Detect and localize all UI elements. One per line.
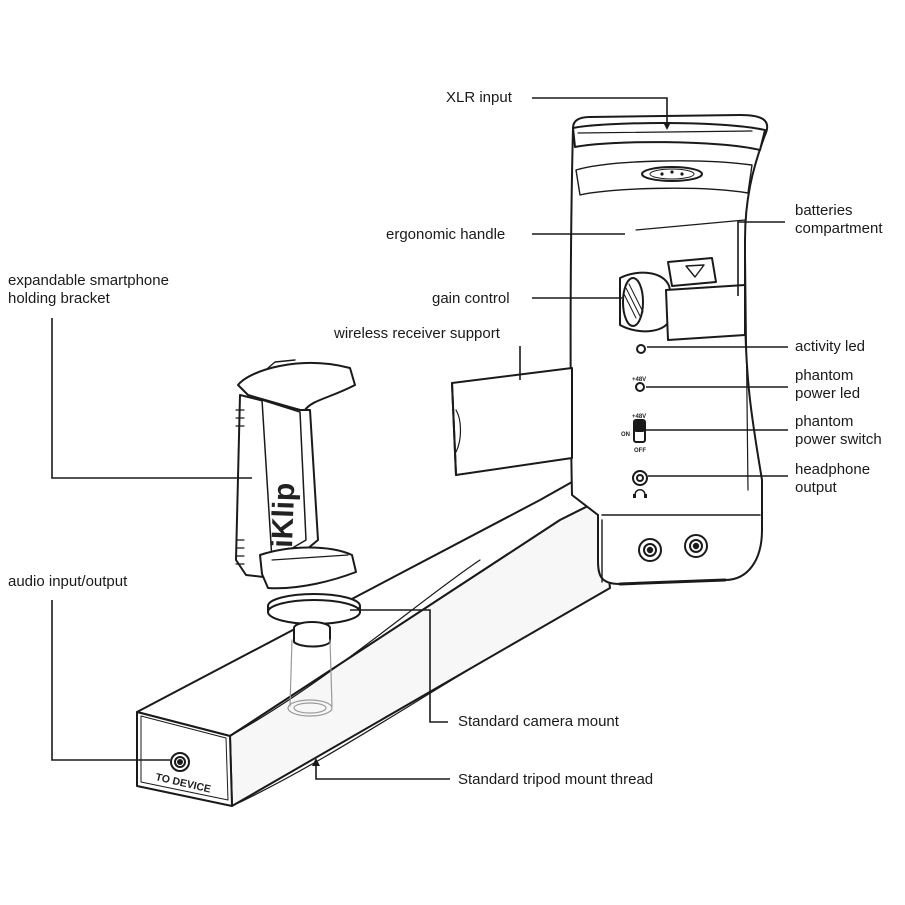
activity-led-icon xyxy=(636,344,646,354)
leader-camera xyxy=(350,609,448,723)
label-phantom-switch-line1: phantom xyxy=(795,413,854,430)
rear-jack-right-icon xyxy=(684,534,708,558)
label-xlr-input: XLR input xyxy=(446,89,512,106)
leader-lines xyxy=(51,97,788,780)
label-ergonomic-handle: ergonomic handle xyxy=(386,226,506,243)
switch-48v-text: +48V xyxy=(632,414,646,420)
leader-tripod xyxy=(315,766,450,780)
label-batteries-line1: batteries xyxy=(795,202,853,219)
audio-jack-icon xyxy=(170,752,190,772)
label-phantom-led-line1: phantom xyxy=(795,367,854,384)
label-headphone-line1: headphone xyxy=(795,461,871,478)
label-wireless-receiver-support: wireless receiver support xyxy=(334,325,500,342)
leader-xlr xyxy=(532,97,668,124)
battery-compartment xyxy=(665,257,746,341)
leader-bracket xyxy=(51,318,252,479)
wireless-receiver-plate xyxy=(451,367,573,476)
brand-text: iKlip xyxy=(266,482,301,548)
phantom-switch-icon xyxy=(633,419,646,443)
phantom-led-icon xyxy=(635,382,645,392)
label-standard-camera-mount: Standard camera mount xyxy=(458,713,619,730)
smartphone-bracket xyxy=(235,359,361,648)
label-headphone-line2: output xyxy=(795,479,837,496)
label-standard-tripod-mount: Standard tripod mount thread xyxy=(458,771,654,788)
label-gain-control: gain control xyxy=(432,290,510,307)
switch-off-text: OFF xyxy=(634,448,646,454)
switch-on-text: ON xyxy=(621,432,630,438)
battery-door-outline xyxy=(635,219,749,491)
arrowheads xyxy=(312,122,671,766)
label-activity-led: activity led xyxy=(795,338,866,355)
label-audio-input-output: audio input/output xyxy=(8,573,128,590)
label-batteries-line2: compartment xyxy=(795,220,883,237)
label-bracket-line2: holding bracket xyxy=(8,290,110,307)
gain-knob-icon xyxy=(619,271,671,333)
leader-audio xyxy=(51,600,170,761)
label-phantom-power-led: phantom power led xyxy=(795,367,860,403)
label-phantom-switch-line2: power switch xyxy=(795,431,882,448)
leader-batteries xyxy=(737,221,785,296)
base-arm xyxy=(136,481,611,807)
handle-body xyxy=(569,114,769,586)
camera-mount-screw xyxy=(287,639,333,717)
label-bracket-line1: expandable smartphone xyxy=(8,272,169,289)
rear-jack-left-icon xyxy=(638,538,662,562)
headphone-jack-icon xyxy=(632,470,648,498)
label-headphone-output: headphone output xyxy=(795,461,870,497)
label-phantom-power-switch: phantom power switch xyxy=(795,413,882,449)
label-batteries-compartment: batteries compartment xyxy=(795,202,883,238)
label-phantom-led-line2: power led xyxy=(795,385,861,402)
plus48v-led-text: +48V xyxy=(632,377,646,383)
label-smartphone-bracket: expandable smartphone holding bracket xyxy=(8,272,169,308)
